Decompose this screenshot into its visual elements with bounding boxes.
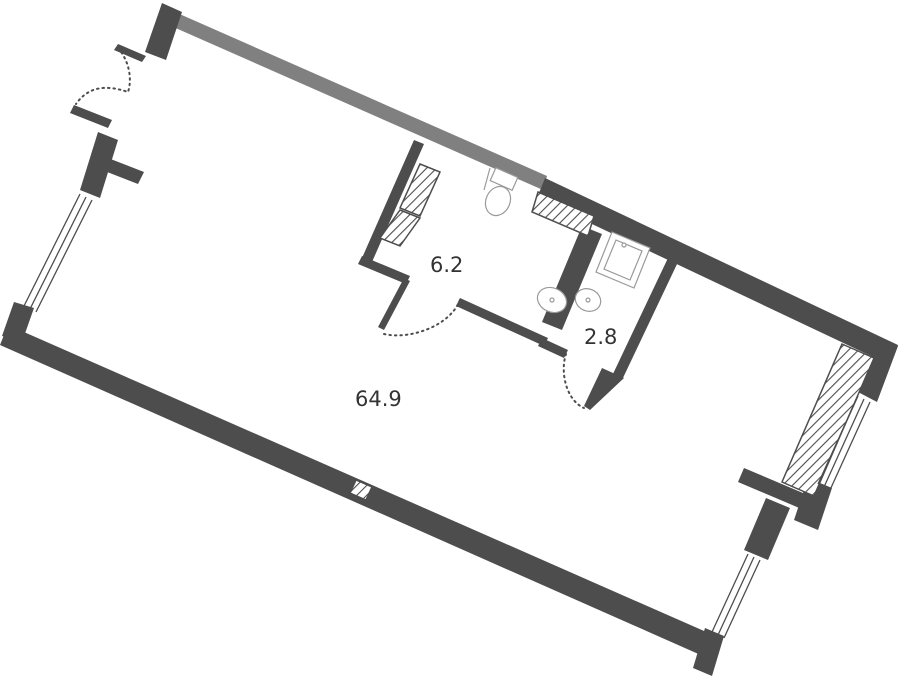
west-wall-stub xyxy=(102,158,144,184)
bathroom-door-swing xyxy=(383,299,461,337)
bathroom-west-wall xyxy=(362,140,424,262)
bathroom-sink xyxy=(536,286,568,314)
room-area-label-living: 64.9 xyxy=(355,387,402,411)
wall-corner-sw xyxy=(2,302,34,342)
west-door-jamb xyxy=(114,44,146,62)
toilet xyxy=(483,166,519,217)
shower-east-wall xyxy=(612,258,678,380)
wall-corner-se xyxy=(693,628,724,676)
east-window-upper xyxy=(817,395,871,491)
apartment-floor xyxy=(10,18,875,652)
bathroom-shaft-upper xyxy=(398,163,442,217)
room-area-label-bathroom: 6.2 xyxy=(430,253,463,277)
wall-corner-nw xyxy=(145,3,182,60)
shower-south-wall xyxy=(538,338,568,358)
west-door-jamb-lower xyxy=(70,105,112,128)
wall-corner-ne xyxy=(858,338,898,402)
shower-door-swing xyxy=(562,353,585,409)
shower-tray xyxy=(595,231,651,289)
bathroom-south-wall-left xyxy=(358,256,410,284)
bathroom-south-wall-right xyxy=(456,298,548,346)
east-wall-block xyxy=(794,478,832,530)
east-window-lower xyxy=(711,553,761,639)
east-wall-lower xyxy=(744,498,790,560)
west-window xyxy=(23,193,93,313)
north-wall-light xyxy=(171,12,547,190)
shower-sink xyxy=(574,288,602,312)
east-hatched-column xyxy=(781,343,875,497)
room-area-label-shower: 2.8 xyxy=(584,325,617,349)
bathroom-door-jamb xyxy=(378,278,410,330)
west-wall-upper xyxy=(80,132,118,198)
north-wall-east xyxy=(537,178,898,365)
utility-shaft xyxy=(531,190,595,238)
shower-door-jamb xyxy=(584,368,624,410)
east-wall-stub xyxy=(738,468,810,510)
bathroom-shaft-lower xyxy=(378,209,422,247)
south-small-column xyxy=(348,479,374,501)
